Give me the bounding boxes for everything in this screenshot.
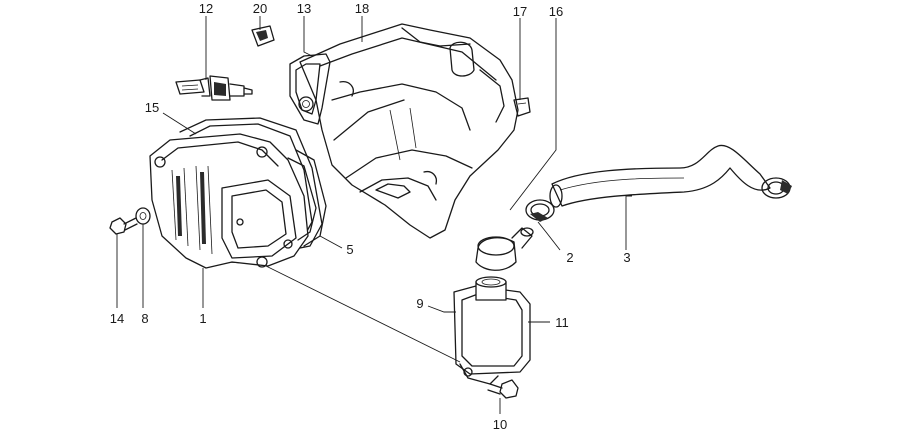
part-10-screw — [487, 379, 519, 399]
callout-2: 2 — [566, 250, 573, 265]
part-16-breather-cap — [475, 227, 534, 271]
callout-3: 3 — [623, 250, 630, 265]
callout-13: 13 — [297, 1, 311, 16]
callout-5: 5 — [346, 242, 353, 257]
callout-1: 1 — [199, 311, 206, 326]
callout-15: 15 — [145, 100, 159, 115]
callout-9: 9 — [416, 296, 423, 311]
part-12-spark-plug — [175, 75, 253, 101]
callout-17: 17 — [513, 4, 527, 19]
callout-11: 11 — [555, 315, 569, 330]
callout-14: 14 — [110, 311, 124, 326]
part-3-hose — [549, 144, 792, 208]
part-20-clip — [251, 25, 275, 47]
callout-18: 18 — [355, 1, 369, 16]
callout-8: 8 — [141, 311, 148, 326]
callout-16: 16 — [549, 4, 563, 19]
part-17-clip — [513, 97, 531, 117]
callout-20: 20 — [253, 1, 267, 16]
part-2-clamp — [525, 199, 555, 222]
leader-lines — [116, 16, 632, 414]
part-18-shroud — [299, 23, 519, 239]
part-8-washer — [135, 207, 151, 225]
callout-10: 10 — [493, 417, 507, 432]
part-11-breather-housing — [453, 276, 531, 385]
callout-12: 12 — [199, 1, 213, 16]
callout-labels: 12 20 13 18 17 16 15 5 2 3 9 11 14 8 1 1… — [110, 1, 631, 432]
part-5-gasket — [287, 149, 327, 247]
part-14-bolt — [109, 217, 138, 235]
part-1-head-cover — [149, 133, 309, 269]
